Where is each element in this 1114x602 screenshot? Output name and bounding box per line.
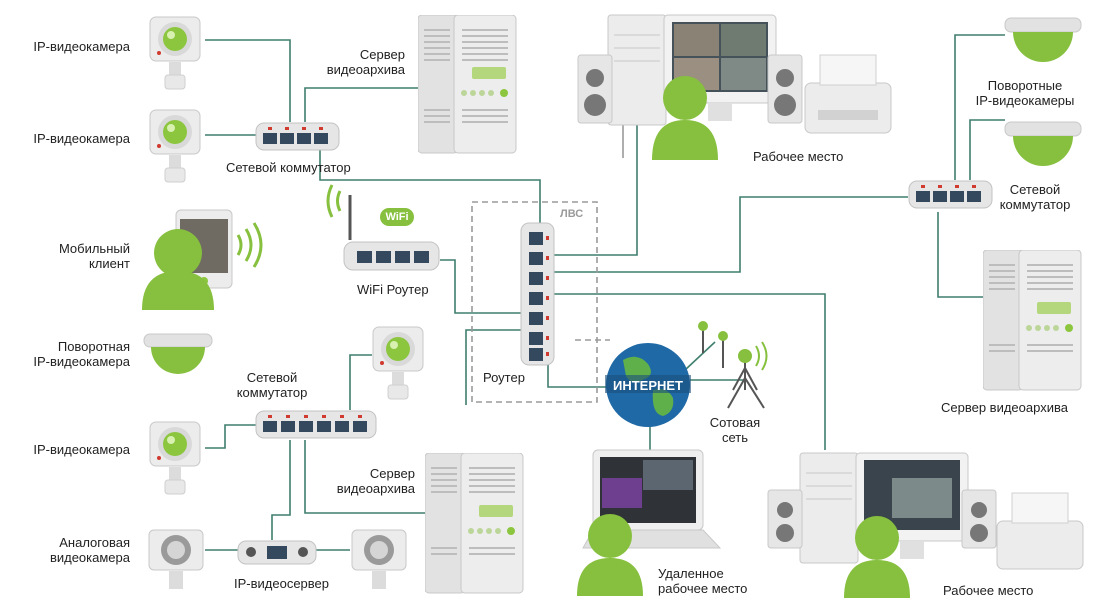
workstation-icon (577, 14, 892, 160)
link-switch-server (304, 87, 418, 122)
wifi-badge: WiFi (385, 211, 409, 223)
ip-camera-1-label: IP-видеокамера (33, 39, 130, 54)
ip-camera-icon (372, 326, 424, 400)
link-switchbottom-videoserver (271, 440, 291, 540)
ptz-camera-label: Поворотная IP-видеокамера (33, 339, 130, 369)
mobile-client-icon (142, 209, 263, 310)
analog-camera-icon (148, 529, 204, 589)
lan-boundary (471, 201, 598, 403)
link-cam1-switch (205, 39, 291, 122)
link-router-switchright (553, 196, 908, 273)
cellular-antenna-icon (698, 321, 768, 409)
mobile-client-label: Мобильный клиент (58, 241, 130, 271)
ip-videoserver-icon (237, 540, 317, 565)
analog-camera-icon (351, 529, 407, 589)
remote-workstation-label: Удаленное рабочее место (658, 566, 748, 596)
workstation-icon (767, 452, 1084, 598)
ptz-camera-icon (143, 333, 213, 374)
link-workstation-router (553, 120, 638, 256)
ptz-camera-icon (1004, 121, 1082, 166)
cellular-label: Сотовая сеть (709, 415, 761, 445)
server-top-label: Сервер видеоархива (326, 47, 405, 77)
link-internet-antenna (684, 341, 716, 371)
link-switchright-server (937, 212, 985, 298)
link-switchbottom-server (304, 440, 425, 514)
ip-camera-2-label: IP-видеокамера (33, 131, 130, 146)
link-switchbottom-ipcam (205, 424, 258, 449)
switch-top-label: Сетевой коммутатор (226, 160, 351, 175)
ptz-camera-icon (1004, 17, 1082, 62)
workstation-bottom-label: Рабочее место (943, 583, 1034, 598)
lan-label: ЛВС (560, 208, 584, 220)
network-switch-icon (908, 180, 993, 209)
video-archive-server-icon (418, 15, 517, 154)
server-right-label: Сервер видеоархива (941, 400, 1068, 415)
link-switchright-ptz1 (954, 34, 1005, 180)
link-switchbottom-cam (349, 354, 372, 410)
analog-camera-label: Аналоговая видеокамера (49, 535, 130, 565)
switch-right-label: Сетевой коммутатор (999, 182, 1071, 212)
ip-camera-icon (149, 421, 201, 495)
internet-globe-icon (605, 343, 691, 427)
link-wifi-router (440, 259, 523, 314)
wifi-router-icon (326, 184, 440, 271)
ip-camera-3-label: IP-видеокамера (33, 442, 130, 457)
link-switchright-ptz2 (969, 119, 1005, 180)
workstation-top-label: Рабочее место (753, 149, 844, 164)
wifi-router-label: WiFi Роутер (357, 282, 429, 297)
ip-camera-icon (149, 109, 201, 183)
ip-videoserver-label: IP-видеосервер (234, 576, 330, 591)
network-switch-icon (255, 410, 377, 439)
switch-bottom-label: Сетевой коммутатор (236, 370, 308, 400)
link-switch-router (319, 150, 541, 225)
link-router-workstation2 (553, 293, 826, 450)
router-label: Роутер (483, 370, 525, 385)
ptz-cameras-label: Поворотные IP-видеокамеры (975, 78, 1075, 108)
video-archive-server-icon (425, 453, 524, 594)
network-switch-icon (255, 122, 340, 151)
ip-camera-icon (149, 16, 201, 90)
internet-label: ИНТЕРНЕТ (612, 378, 683, 393)
link-router-switchbottom (465, 329, 523, 405)
server-bottom-label: Сервер видеоархива (336, 466, 415, 496)
video-archive-server-icon (983, 250, 1082, 391)
link-router-internet (547, 350, 610, 388)
router-icon (520, 222, 555, 366)
remote-workstation-icon (577, 449, 722, 596)
